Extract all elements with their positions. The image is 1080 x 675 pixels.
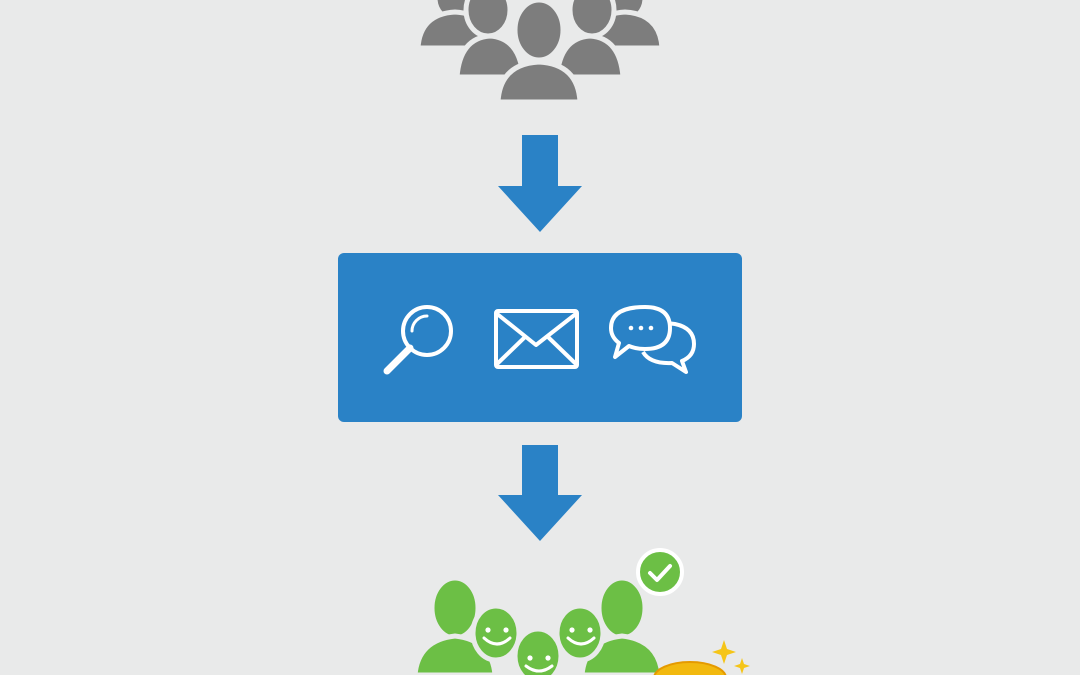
arrow-down-icon (498, 135, 582, 232)
coin-icon (653, 661, 727, 675)
magnifier-icon (383, 305, 453, 375)
smile-faces (482, 627, 596, 673)
envelope-icon (494, 309, 579, 369)
sparkle-icon (712, 640, 750, 674)
arrow-down-icon (498, 445, 582, 541)
checkmark-icon (636, 548, 684, 596)
outreach-box (338, 253, 742, 422)
happy-customers-icon (412, 575, 665, 675)
chat-bubbles-icon (609, 305, 696, 374)
crowd-icon (415, 0, 665, 105)
